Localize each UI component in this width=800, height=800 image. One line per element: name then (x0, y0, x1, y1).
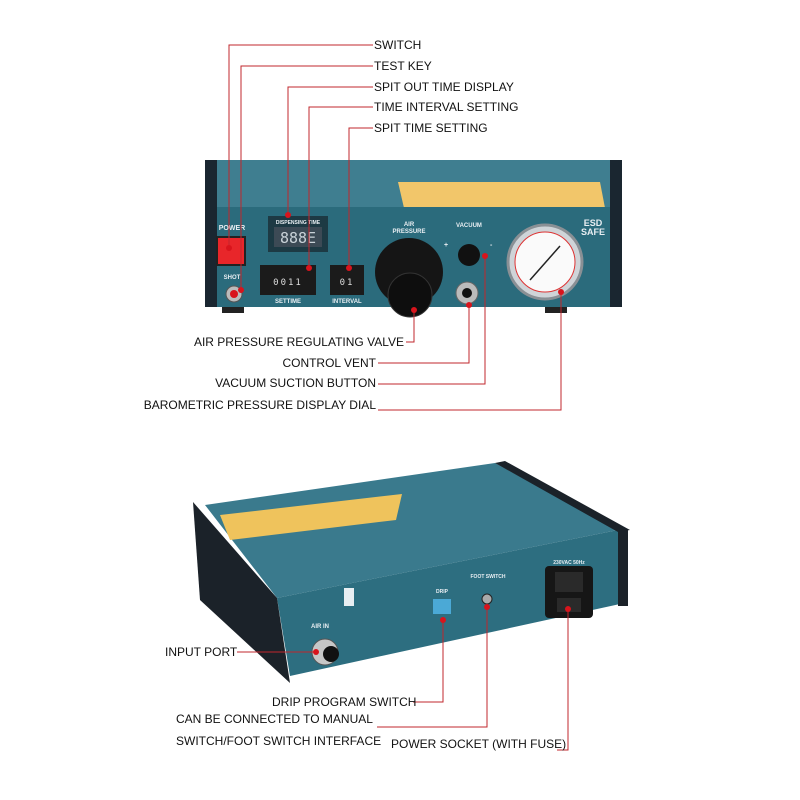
rear-device: AIR IN DRIP FOOT SWITCH 230VAC 50Hz (193, 461, 630, 683)
callout-vacuum-suction-button: VACUUM SUCTION BUTTON (215, 376, 376, 390)
drip-label: DRIP (436, 589, 449, 595)
interval-digits: 01 (340, 278, 355, 288)
drip-dip-switch[interactable] (433, 599, 451, 614)
foot-switch-label: FOOT SWITCH (471, 574, 506, 580)
callout-foot-switch-line2: SWITCH/FOOT SWITCH INTERFACE (176, 734, 381, 748)
power-switch[interactable] (216, 236, 246, 266)
voltage-label: 230VAC 50Hz (553, 560, 585, 566)
pressure-label: PRESSURE (392, 229, 425, 235)
power-label: POWER (219, 225, 245, 232)
callout-drip-switch: DRIP PROGRAM SWITCH (272, 695, 416, 709)
callout-foot-switch-line1: CAN BE CONNECTED TO MANUAL (176, 712, 373, 726)
callout-switch: SWITCH (374, 38, 421, 52)
left-end-cap (205, 160, 217, 307)
callout-control-vent: CONTROL VENT (282, 356, 376, 370)
rear-top-lid (205, 463, 618, 598)
foot (545, 307, 567, 313)
callout-input-port: INPUT PORT (165, 645, 238, 659)
safe-label: SAFE (581, 227, 605, 237)
callout-spit-out-time-display: SPIT OUT TIME DISPLAY (374, 80, 514, 94)
callout-spit-time-setting: SPIT TIME SETTING (374, 121, 488, 135)
air-in-label: AIR IN (311, 624, 329, 630)
esd-label: ESD (584, 218, 603, 228)
air-label: AIR (404, 222, 415, 228)
front-callouts: SWITCH TEST KEY SPIT OUT TIME DISPLAY TI… (144, 38, 564, 412)
test-key-cap (230, 290, 238, 298)
rear-callouts: INPUT PORT DRIP PROGRAM SWITCH CAN BE CO… (165, 604, 571, 751)
iec-inlet (555, 572, 583, 592)
callout-air-pressure-valve: AIR PRESSURE REGULATING VALVE (194, 335, 404, 349)
settime-label: SETTIME (275, 299, 301, 305)
rear-right-end-cap (618, 530, 628, 606)
led-display (274, 227, 322, 247)
air-in-fitting (323, 646, 339, 662)
rear-left-end-cap (193, 502, 290, 683)
warning-sticker-rear (220, 494, 402, 540)
vacuum-plus: + (444, 242, 448, 249)
vacuum-suction-knob[interactable] (458, 244, 480, 266)
rear-right-end-cap-top (495, 461, 630, 532)
dispensing-time-label: DISPENSING TIME (276, 220, 321, 226)
shot-label: SHOT (224, 275, 241, 281)
callout-time-interval-setting: TIME INTERVAL SETTING (374, 100, 518, 114)
foot (222, 307, 244, 313)
led-display-value: 888E (280, 229, 316, 247)
settime-thumbwheel[interactable] (260, 265, 316, 295)
gauge-needle (529, 245, 561, 281)
right-end-cap (610, 160, 622, 307)
air-pressure-regulating-valve[interactable] (387, 272, 433, 318)
callout-test-key: TEST KEY (374, 59, 432, 73)
interval-label: INTERVAL (332, 299, 362, 305)
warning-sticker (398, 182, 605, 208)
callout-power-socket: POWER SOCKET (WITH FUSE) (391, 737, 566, 751)
fuse-drawer (557, 598, 581, 612)
vent-hole (462, 288, 472, 298)
foot-switch-jack[interactable] (481, 593, 493, 605)
vacuum-label: VACUUM (456, 223, 482, 229)
rear-sticker (344, 588, 354, 606)
settime-digits: 0011 (273, 278, 303, 288)
callout-barometric-dial: BAROMETRIC PRESSURE DISPLAY DIAL (144, 398, 377, 412)
vacuum-minus: - (490, 242, 493, 249)
